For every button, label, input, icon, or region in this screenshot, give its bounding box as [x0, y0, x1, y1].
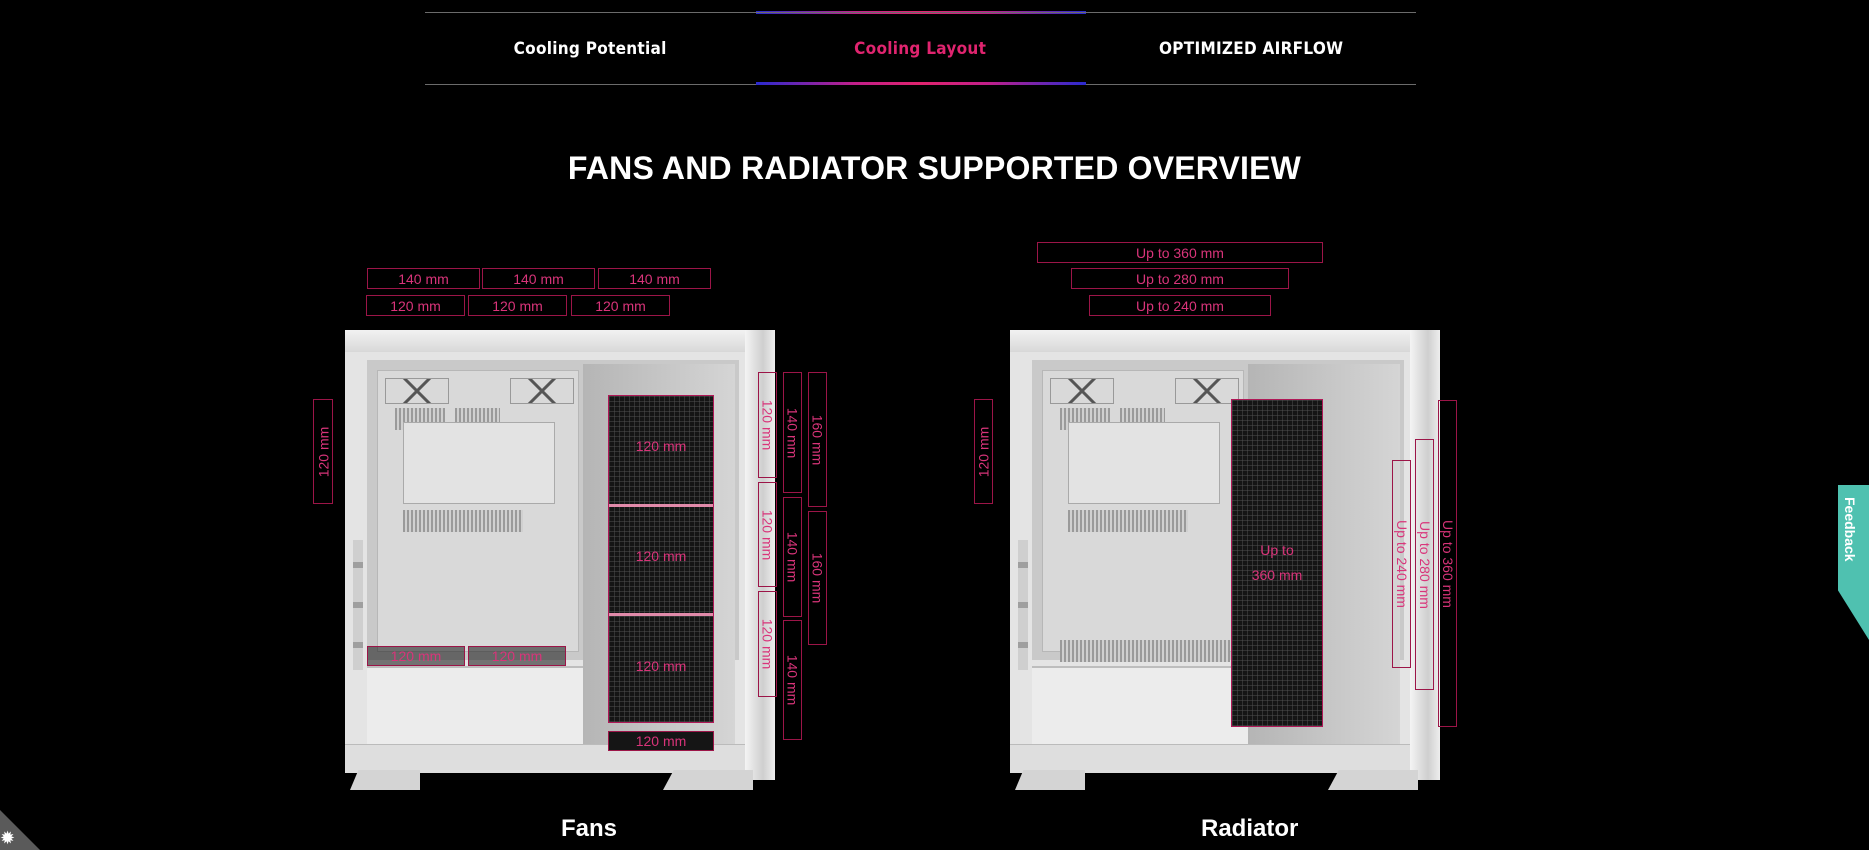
- front-160-label: 160 mm: [808, 511, 827, 645]
- radiator-label-line2: 360 mm: [1251, 567, 1303, 583]
- tab-cooling-potential[interactable]: Cooling Potential: [513, 38, 667, 59]
- front-120-label: 120 mm: [758, 591, 777, 697]
- psu-fan-label: 120 mm: [608, 731, 714, 751]
- rear-fan-label: 120 mm: [313, 399, 333, 504]
- fans-caption: Fans: [561, 815, 618, 842]
- top-radiator-240-label: Up to 240 mm: [1089, 295, 1271, 316]
- top-fan-140-label: 140 mm: [482, 268, 595, 289]
- top-radiator-280-label: Up to 280 mm: [1071, 268, 1289, 289]
- top-fan-120-label: 120 mm: [468, 295, 567, 316]
- front-140-label: 140 mm: [783, 497, 802, 617]
- bottom-fan-label: 120 mm: [468, 646, 566, 666]
- radiator-label-line1: Up to: [1260, 542, 1294, 558]
- front-fan-label: 120 mm: [635, 548, 687, 564]
- pc-case-image: [1010, 330, 1440, 790]
- section-tabs: Cooling Potential Cooling Layout OPTIMIZ…: [425, 12, 1416, 85]
- front-radiator-280-label: Up to 280 mm: [1415, 439, 1434, 690]
- feedback-label: Feedback: [1842, 497, 1858, 562]
- front-120-label: 120 mm: [758, 482, 777, 587]
- front-fan-area: 120 mm 120 mm 120 mm: [608, 395, 714, 723]
- top-radiator-360-label: Up to 360 mm: [1037, 242, 1323, 263]
- active-tab-indicator-bottom: [756, 82, 1086, 85]
- page-title: FANS AND RADIATOR SUPPORTED OVERVIEW: [567, 150, 1302, 186]
- bottom-fan-label: 120 mm: [367, 646, 465, 666]
- settings-corner-button[interactable]: ✹: [0, 810, 40, 850]
- front-140-label: 140 mm: [783, 620, 802, 740]
- front-fan-label: 120 mm: [635, 658, 687, 674]
- top-fan-120-label: 120 mm: [366, 295, 465, 316]
- top-fan-120-label: 120 mm: [571, 295, 670, 316]
- top-fan-140-label: 140 mm: [367, 268, 480, 289]
- tab-optimized-airflow[interactable]: OPTIMIZED AIRFLOW: [1158, 38, 1343, 59]
- front-120-label: 120 mm: [758, 372, 777, 478]
- front-radiator-360-label: Up to 360 mm: [1438, 400, 1457, 727]
- tab-cooling-layout[interactable]: Cooling Layout: [854, 38, 987, 59]
- gear-icon: ✹: [0, 828, 16, 848]
- front-160-label: 160 mm: [808, 372, 827, 507]
- rear-radiator-label: 120 mm: [974, 399, 993, 504]
- front-140-label: 140 mm: [783, 372, 802, 493]
- radiator-caption: Radiator: [1201, 815, 1299, 842]
- feedback-button[interactable]: Feedback: [1838, 485, 1869, 640]
- front-radiator-240-label: Up to 240 mm: [1392, 460, 1411, 668]
- top-fan-140-label: 140 mm: [598, 268, 711, 289]
- front-radiator-area: Up to 360 mm: [1231, 399, 1323, 727]
- front-fan-label: 120 mm: [635, 438, 687, 454]
